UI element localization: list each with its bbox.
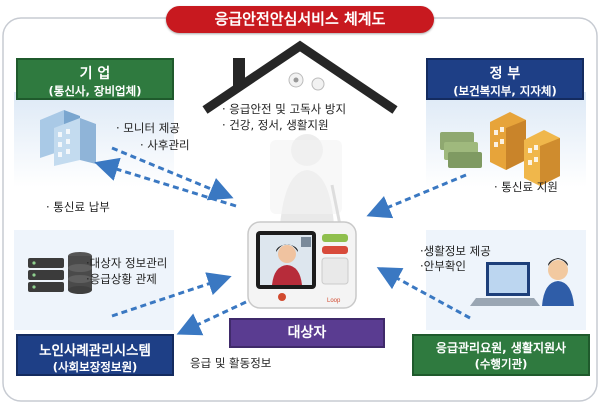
device-brand: Loop: [327, 298, 341, 304]
diagram-title: 응급안전안심서비스 체계도: [166, 6, 434, 33]
label-emergency-activity: 응급 및 활동정보: [190, 356, 272, 370]
label-monitor: · 모니터 제공: [116, 121, 180, 135]
arrow-company-to-subject: [111, 146, 234, 201]
elderly-system-subtitle: (사회보장정보원): [52, 360, 138, 374]
label-life-info: ·생활정보 제공: [420, 244, 491, 258]
government-title: 정 부: [489, 66, 521, 82]
label-emergency-control: ·응급상황 관제: [86, 272, 157, 286]
emergency-device-icon: Loop: [247, 221, 357, 309]
arrow-system-to-subject: [111, 272, 232, 318]
label-target-info: ·대상자 정보관리: [86, 256, 168, 270]
label-after-service: · 사후관리: [140, 138, 190, 152]
elderly-system-box: 노인사례관리시스템 (사회보장정보원): [16, 334, 174, 376]
government-subtitle: (보건복지부, 지자체): [453, 84, 557, 98]
agency-subtitle: (수행기관): [474, 357, 528, 371]
sensor-icon-2: [311, 77, 325, 91]
arrow-subject-to-company: [94, 157, 237, 208]
service-goal-2: · 건강, 정서, 생활지원: [222, 118, 329, 132]
agency-box: 응급관리요원, 생활지원사 (수행기관): [412, 334, 590, 376]
laptop-person-icon: [470, 258, 574, 306]
service-goal-1: · 응급안전 및 고독사 방지: [222, 102, 347, 116]
elderly-figure-icon: [270, 134, 342, 226]
arrow-subject-to-system: [176, 300, 247, 336]
government-box: 정 부 (보건복지부, 지자체): [426, 58, 584, 100]
company-title: 기 업: [79, 66, 111, 82]
arrow-government-to-subject: [366, 173, 467, 219]
label-safety-check: ·안부확인: [420, 259, 466, 273]
building-icon: [40, 110, 96, 166]
company-box: 기 업 (통신사, 장비업체): [16, 58, 174, 100]
elderly-system-title: 노인사례관리시스템: [39, 343, 151, 359]
subject-box: 대상자: [229, 318, 385, 348]
house-chimney: [233, 58, 245, 88]
server-database-icon: [28, 252, 92, 294]
flow-arrows: [94, 146, 471, 336]
agency-title: 응급관리요원, 생활지원사: [435, 341, 567, 355]
money-buildings-icon: [440, 112, 560, 186]
house-roof: [202, 40, 398, 114]
arrow-agency-to-subject: [376, 267, 471, 320]
subject-title: 대상자: [287, 325, 327, 341]
company-subtitle: (통신사, 장비업체): [48, 84, 142, 98]
label-fee-payment: · 통신료 납부: [46, 200, 110, 214]
label-fee-support: · 통신료 지원: [494, 180, 558, 194]
